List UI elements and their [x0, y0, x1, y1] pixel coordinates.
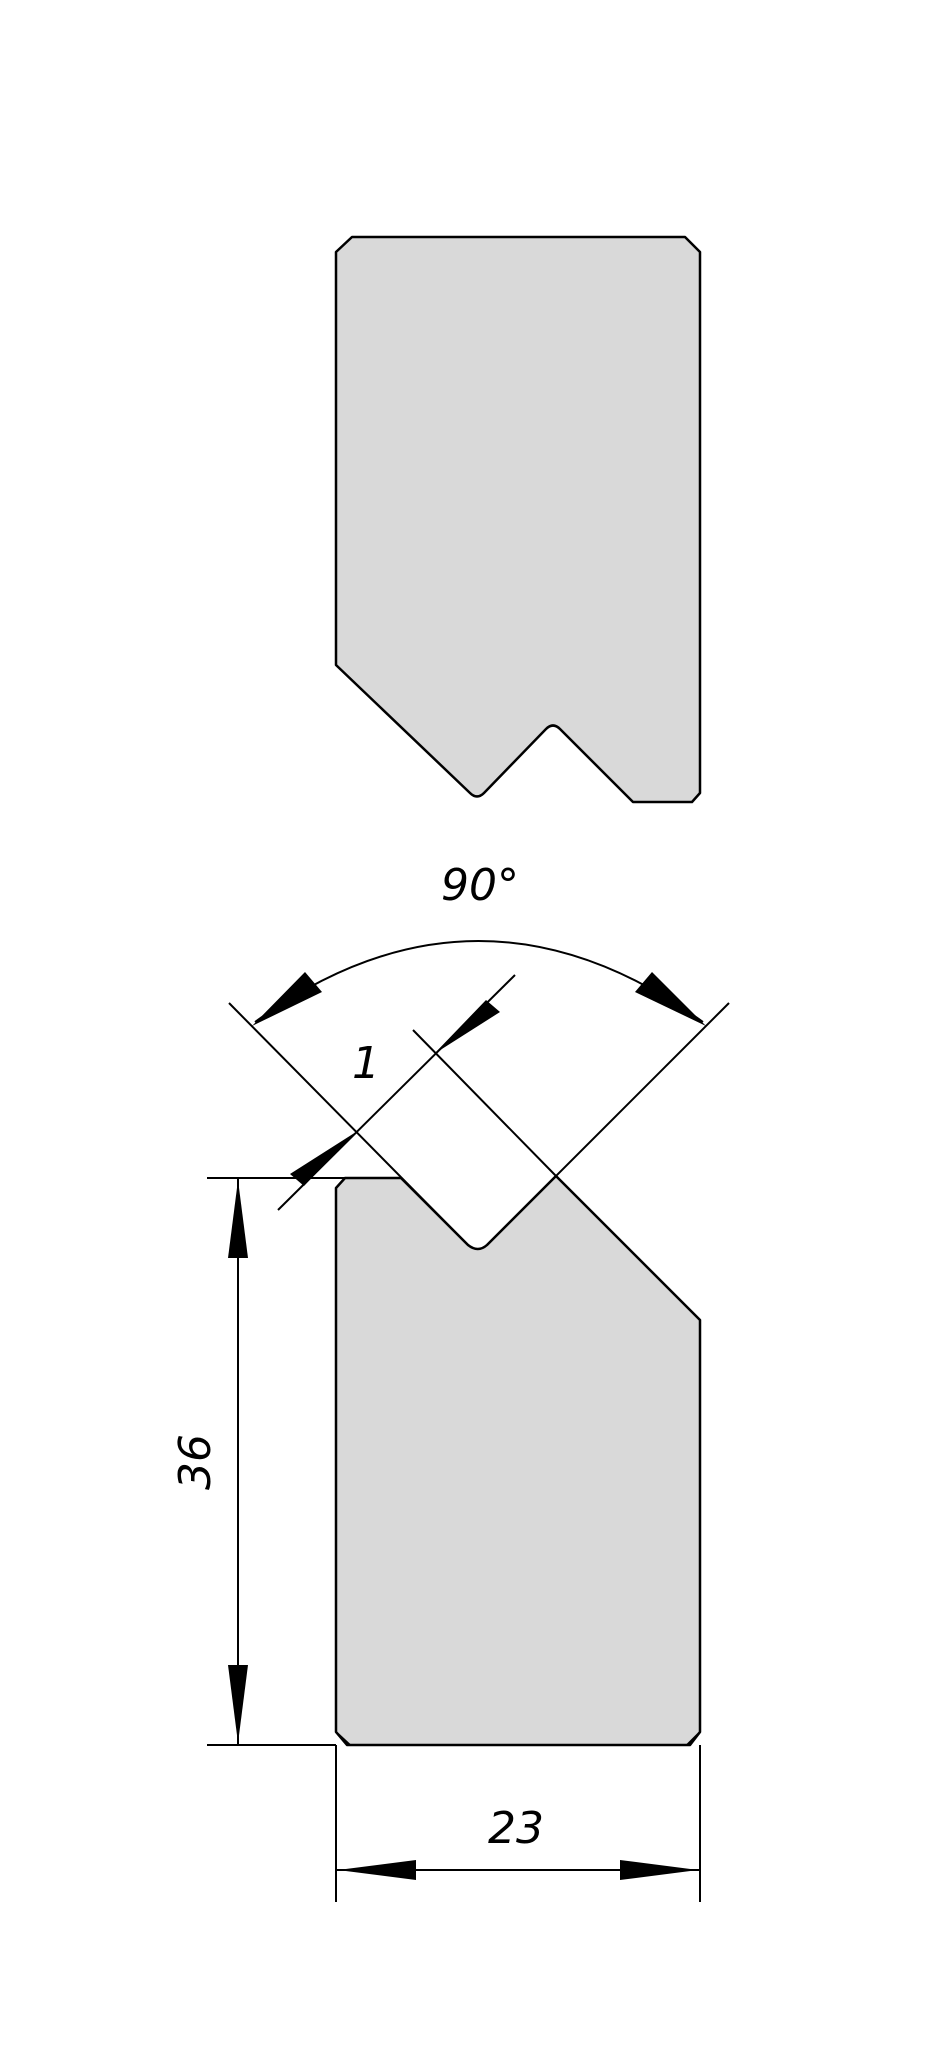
angle-label: 90°	[441, 860, 519, 911]
width-arrow-right	[620, 1860, 698, 1880]
width-label: 23	[488, 1803, 544, 1854]
upper-punch	[334, 235, 702, 804]
lower-die	[334, 1174, 702, 1747]
radius-arrow-upper	[434, 1000, 500, 1054]
tip-radius-label: 1	[352, 1038, 380, 1089]
angle-arrow-right	[635, 972, 706, 1026]
height-arrow-bottom	[228, 1665, 248, 1743]
angle-arrow-left	[252, 972, 322, 1026]
die-chamfer-bottom-right	[686, 1731, 701, 1746]
tip-offset-line	[412, 1029, 557, 1177]
radius-arrow-lower	[290, 1132, 356, 1186]
height-label: 36	[170, 1434, 221, 1490]
width-arrow-left	[338, 1860, 416, 1880]
angle-dimension-arc	[254, 940, 704, 1023]
height-arrow-top	[228, 1180, 248, 1258]
die-chamfer-bottom-left	[335, 1731, 351, 1746]
v-extension-left	[228, 1002, 469, 1246]
v-extension-right	[486, 1002, 730, 1246]
